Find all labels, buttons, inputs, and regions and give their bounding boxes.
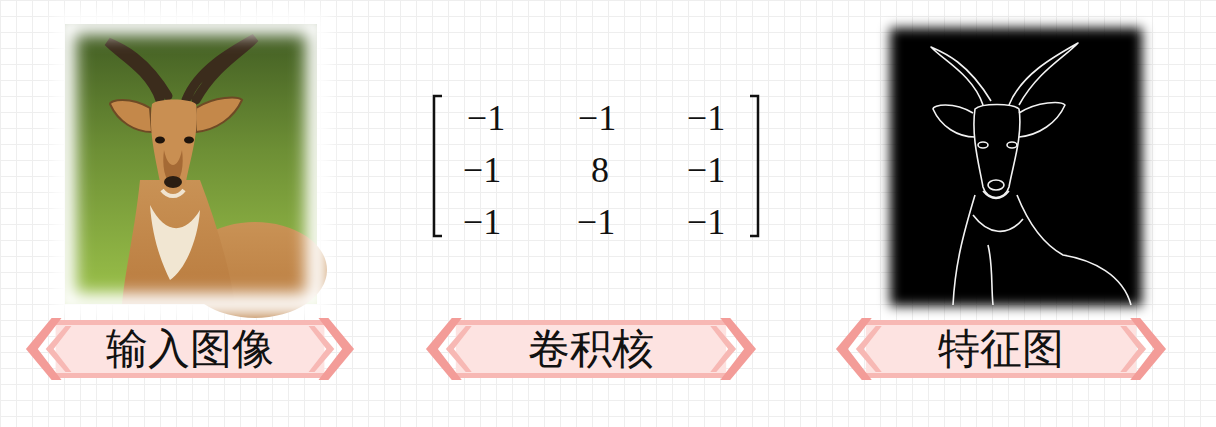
banner-chevron bbox=[56, 373, 325, 378]
banner-text-holder: 输入图像 bbox=[22, 316, 358, 382]
kernel-value: −1 bbox=[687, 149, 725, 191]
banner-chevron bbox=[309, 326, 335, 372]
banner-text-holder: 卷积核 bbox=[422, 316, 760, 382]
kernel-value: −1 bbox=[467, 97, 505, 139]
banner-chevron bbox=[866, 373, 1136, 378]
banner-chevron bbox=[456, 320, 726, 378]
label-banner: 输入图像 bbox=[22, 316, 358, 382]
banner-chevron bbox=[46, 326, 72, 372]
banner-text-holder: 特征图 bbox=[832, 316, 1170, 382]
banner-chevron bbox=[426, 318, 462, 380]
kernel-value: −1 bbox=[463, 201, 501, 243]
kernel-value: −1 bbox=[687, 201, 725, 243]
kernel-value: −1 bbox=[577, 201, 615, 243]
banner-chevron bbox=[26, 318, 62, 380]
feature-map bbox=[890, 28, 1142, 306]
kernel-value: 8 bbox=[591, 149, 609, 191]
banner-label: 特征图 bbox=[938, 321, 1064, 377]
banner-chevron bbox=[856, 326, 882, 372]
banner-chevron bbox=[456, 373, 726, 378]
banner-chevron bbox=[866, 320, 1136, 378]
kernel-value: −1 bbox=[578, 97, 616, 139]
banner-label: 输入图像 bbox=[106, 321, 274, 377]
input-photo bbox=[65, 24, 327, 318]
banner-chevron bbox=[56, 320, 325, 378]
kernel-value: −1 bbox=[687, 97, 725, 139]
banner-chevron bbox=[710, 326, 736, 372]
banner-chevron bbox=[836, 318, 872, 380]
banner-label: 卷积核 bbox=[528, 321, 654, 377]
label-banner: 卷积核 bbox=[422, 316, 760, 382]
label-banner: 特征图 bbox=[832, 316, 1170, 382]
banner-chevron bbox=[720, 318, 756, 380]
banner-chevron bbox=[446, 326, 472, 372]
banner-chevron bbox=[318, 318, 354, 380]
kernel-value: −1 bbox=[463, 149, 501, 191]
banner-chevron bbox=[1130, 318, 1166, 380]
banner-chevron bbox=[1120, 326, 1146, 372]
